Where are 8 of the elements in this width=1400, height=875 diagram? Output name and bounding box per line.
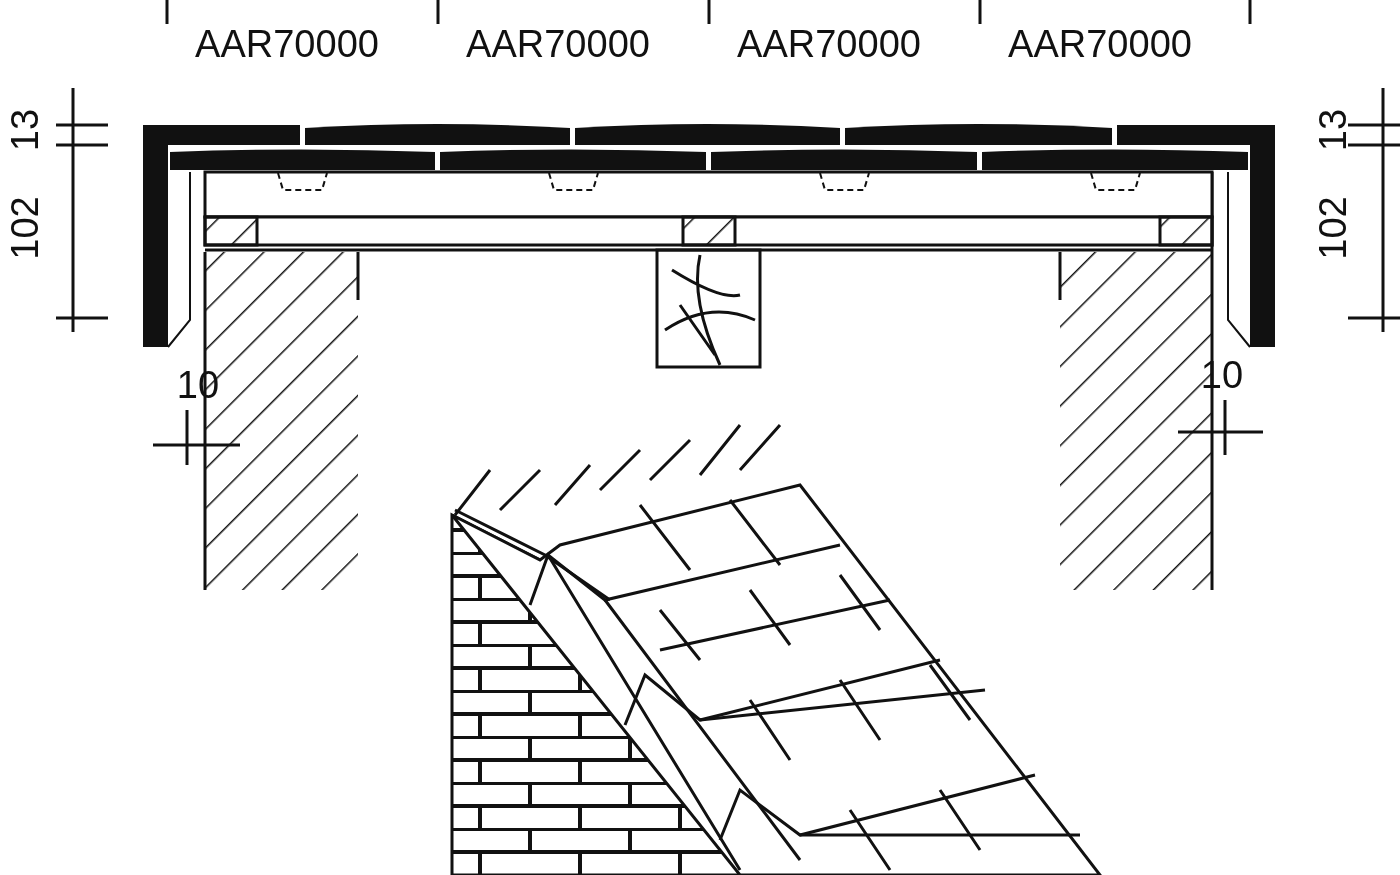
part-number: AAR70000 bbox=[466, 25, 650, 63]
part-number: AAR70000 bbox=[737, 25, 921, 63]
dimension-label: 102 bbox=[1314, 196, 1352, 260]
part-number: AAR70000 bbox=[1008, 25, 1192, 63]
dimension-label: 13 bbox=[6, 108, 44, 152]
dimension-label: 102 bbox=[6, 196, 44, 260]
part-number: AAR70000 bbox=[195, 25, 379, 63]
dimension-label: 13 bbox=[1314, 108, 1352, 152]
